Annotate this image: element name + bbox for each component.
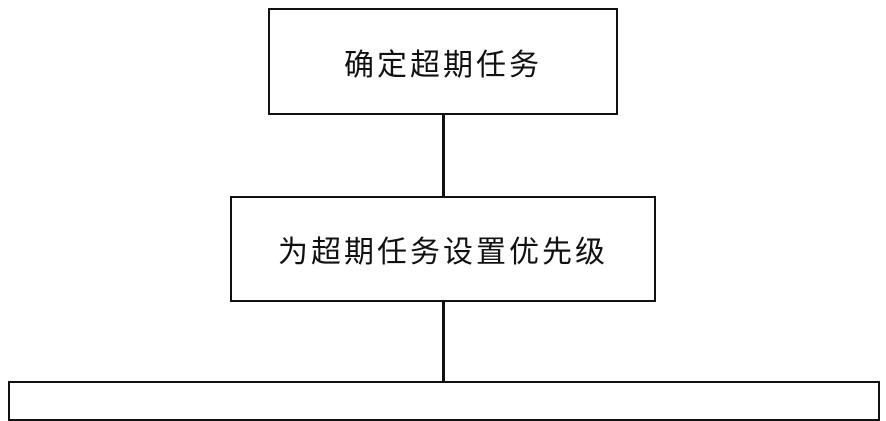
connector-line bbox=[442, 302, 445, 381]
step-label: 确定超期任务 bbox=[344, 47, 542, 83]
step-label: 为超期任务设置优先级 bbox=[278, 235, 608, 270]
step-box-determine-overdue-tasks: 确定超期任务 bbox=[268, 8, 618, 115]
step-box-set-priority: 为超期任务设置优先级 bbox=[230, 196, 656, 302]
step-box-partial bbox=[8, 381, 880, 421]
connector-line bbox=[442, 115, 445, 196]
